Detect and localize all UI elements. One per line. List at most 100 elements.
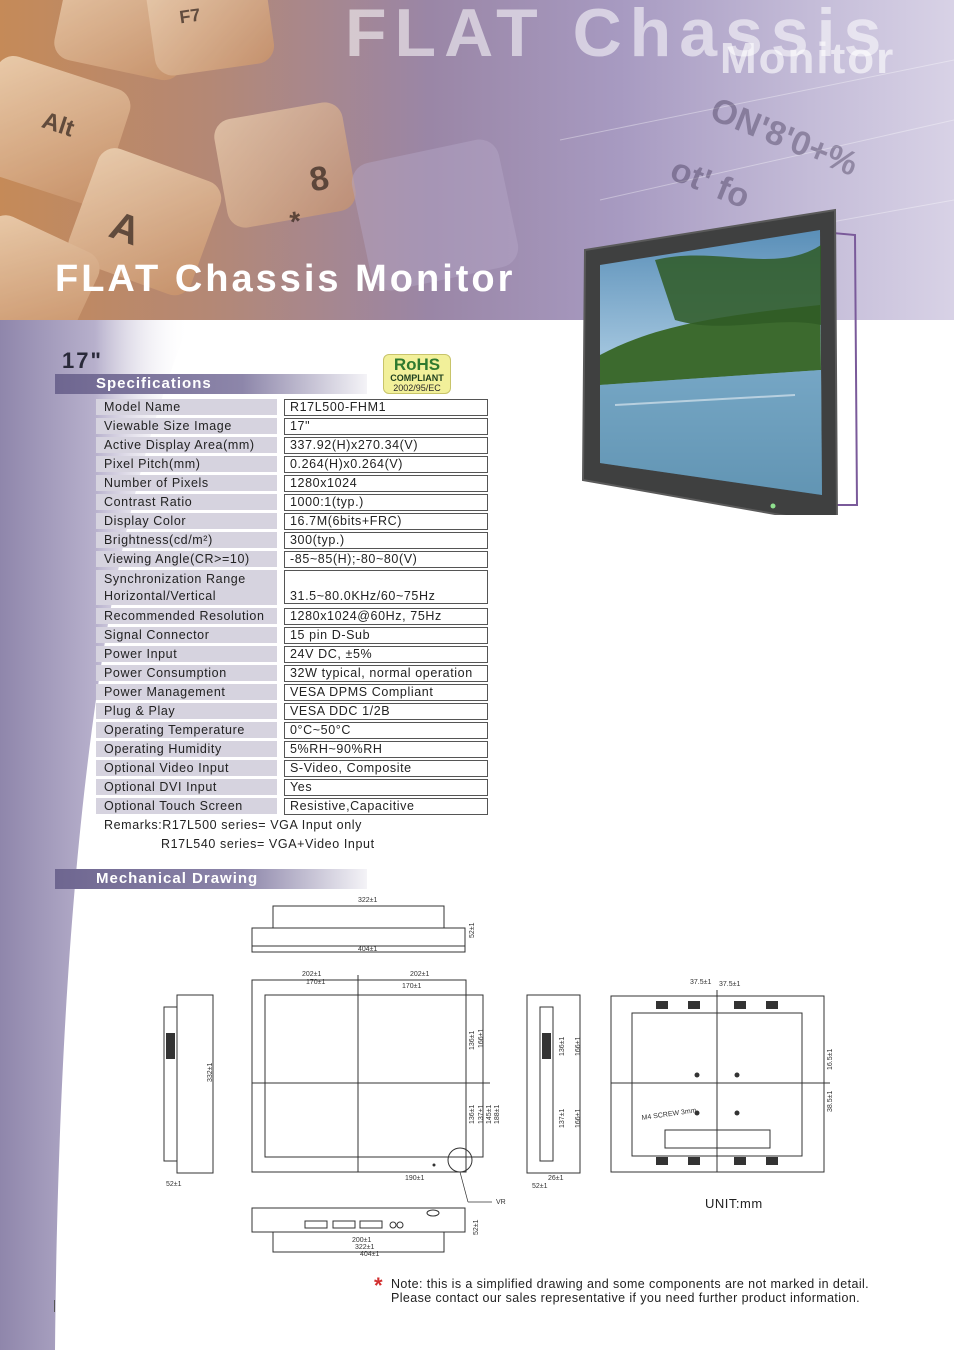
svg-text:F7: F7 xyxy=(178,5,202,28)
keyboard-keys-photo: Alt A 8 * F7 ON'8'0+% ot' fo xyxy=(0,0,954,320)
spec-value: 32W typical, normal operation xyxy=(284,665,488,682)
dim-front-inner-left: 170±1 xyxy=(306,979,326,986)
spec-label: Brightness(cd/m²) xyxy=(96,532,277,548)
specifications-header: Specifications xyxy=(55,374,367,394)
left-edge-line xyxy=(54,1300,55,1312)
spec-value: 17" xyxy=(284,418,488,435)
dim-side-166-bottom: 166±1 xyxy=(575,1108,582,1128)
spec-label: Plug & Play xyxy=(96,703,277,719)
spec-label: Signal Connector xyxy=(96,627,277,643)
dim-front-145: 145±1 xyxy=(486,1104,493,1124)
spec-label: Power Management xyxy=(96,684,277,700)
dim-left-depth: 52±1 xyxy=(166,1181,182,1188)
dim-bottom-200: 200±1 xyxy=(352,1237,372,1244)
page-title: FLAT Chassis Monitor xyxy=(55,258,516,300)
mechanical-drawing-label: Mechanical Drawing xyxy=(96,870,259,887)
rohs-badge: RoHS COMPLIANT 2002/95/EC xyxy=(383,354,451,394)
spec-label: Power Input xyxy=(96,646,277,662)
remarks-line-2: R17L540 series= VGA+Video Input xyxy=(161,837,375,851)
spec-label-line: Synchronization Range xyxy=(104,572,246,586)
spec-value: 31.5~80.0KHz/60~75Hz xyxy=(284,570,488,604)
rohs-title: RoHS xyxy=(393,355,441,374)
spec-label: Operating Temperature xyxy=(96,722,277,738)
note: Note: this is a simplified drawing and s… xyxy=(391,1277,869,1305)
spec-label: Optional Video Input xyxy=(96,760,277,776)
spec-label: Number of Pixels xyxy=(96,475,277,491)
spec-label-line: Horizontal/Vertical xyxy=(104,589,217,603)
specifications-label: Specifications xyxy=(96,375,212,392)
spec-value: S-Video, Composite xyxy=(284,760,488,777)
dim-front-half-right: 202±1 xyxy=(410,971,430,978)
spec-value: 16.7M(6bits+FRC) xyxy=(284,513,488,530)
dim-front-half-left: 202±1 xyxy=(302,971,322,978)
rohs-directive: 2002/95/EC xyxy=(393,383,441,393)
note-line-2: Please contact our sales representative … xyxy=(391,1291,861,1305)
spec-label: Recommended Resolution xyxy=(96,608,277,624)
dim-left-height: 332±1 xyxy=(207,1062,214,1082)
mechanical-drawing: 322±1 404±1 202±1 202±1 170±1 170±1 190±… xyxy=(163,897,834,1258)
spec-label: Viewable Size Image xyxy=(96,418,277,434)
left-decorative-band xyxy=(0,320,190,1350)
hero-banner: Alt A 8 * F7 ON'8'0+% ot' fo FLAT Chassi… xyxy=(0,0,954,320)
dim-rear-left: 37.5±1 xyxy=(690,979,711,986)
dim-top-depth: 52±1 xyxy=(469,922,476,938)
spec-label: Pixel Pitch(mm) xyxy=(96,456,277,472)
background-subtitle: Monitor xyxy=(720,34,896,83)
spec-label: Power Consumption xyxy=(96,665,277,681)
spec-value: 1280x1024 xyxy=(284,475,488,492)
dim-bottom-404: 404±1 xyxy=(360,1251,380,1258)
unit-label: UNIT:mm xyxy=(705,1196,763,1211)
spec-label: Viewing Angle(CR>=10) xyxy=(96,551,277,567)
dim-front-137: 137±1 xyxy=(478,1104,485,1124)
dim-side-137: 137±1 xyxy=(559,1108,566,1128)
spec-value: 0.264(H)x0.264(V) xyxy=(284,456,488,473)
spec-value: 5%RH~90%RH xyxy=(284,741,488,758)
dim-top-width: 322±1 xyxy=(358,897,378,904)
remarks-line-1: Remarks:R17L500 series= VGA Input only xyxy=(104,818,362,832)
spec-label: Active Display Area(mm) xyxy=(96,437,277,453)
spec-value: -85~85(H);-80~80(V) xyxy=(284,551,488,568)
dim-top-overall: 404±1 xyxy=(358,946,378,953)
vr-label: VR xyxy=(496,1199,506,1206)
screw-label: M4 SCREW 3mm xyxy=(641,1107,697,1122)
dim-side-166: 166±1 xyxy=(575,1036,582,1056)
svg-text:*: * xyxy=(288,205,304,237)
size-heading: 17" xyxy=(62,348,103,373)
dim-right-depth: 52±1 xyxy=(532,1183,548,1190)
spec-value: 1280x1024@60Hz, 75Hz xyxy=(284,608,488,625)
spec-label: Contrast Ratio xyxy=(96,494,277,510)
dim-front-bottom: 190±1 xyxy=(405,1175,425,1182)
rohs-compliant: COMPLIANT xyxy=(390,373,444,383)
spec-label: Operating Humidity xyxy=(96,741,277,757)
spec-value: 300(typ.) xyxy=(284,532,488,549)
spec-value: VESA DDC 1/2B xyxy=(284,703,488,720)
dim-front-188: 188±1 xyxy=(494,1104,501,1124)
spec-value: VESA DPMS Compliant xyxy=(284,684,488,701)
spec-label: Optional Touch Screen xyxy=(96,798,277,814)
dim-front-166-top: 166±1 xyxy=(478,1028,485,1048)
asterisk-icon: * xyxy=(374,1273,383,1298)
spec-value: 15 pin D-Sub xyxy=(284,627,488,644)
background-title: FLAT Chassis xyxy=(345,0,890,71)
dim-rear-38: 38.5±1 xyxy=(827,1091,834,1112)
spec-value: R17L500-FHM1 xyxy=(284,399,488,416)
spec-value: 337.92(H)x270.34(V) xyxy=(284,437,488,454)
spec-value: 0°C~50°C xyxy=(284,722,488,739)
spec-value: Resistive,Capacitive xyxy=(284,798,488,815)
dim-front-136-top: 136±1 xyxy=(469,1030,476,1050)
dim-side-136: 136±1 xyxy=(559,1036,566,1056)
dim-front-inner-right: 170±1 xyxy=(402,983,422,990)
dim-bottom-322: 322±1 xyxy=(355,1244,375,1251)
spec-label: Model Name xyxy=(96,399,277,415)
dim-rear-16: 16.5±1 xyxy=(827,1049,834,1070)
spec-value: 1000:1(typ.) xyxy=(284,494,488,511)
spec-value: 24V DC, ±5% xyxy=(284,646,488,663)
spec-label: Optional DVI Input xyxy=(96,779,277,795)
spec-label: Synchronization Range Horizontal/Vertica… xyxy=(96,570,277,605)
mechanical-drawing-header: Mechanical Drawing xyxy=(55,869,367,889)
note-line-1: Note: this is a simplified drawing and s… xyxy=(391,1277,870,1291)
dim-rear-right: 37.5±1 xyxy=(719,981,740,988)
dim-right-26: 26±1 xyxy=(548,1175,564,1182)
monitor-photo xyxy=(581,208,859,515)
dim-bottom-depth: 52±1 xyxy=(473,1219,480,1235)
